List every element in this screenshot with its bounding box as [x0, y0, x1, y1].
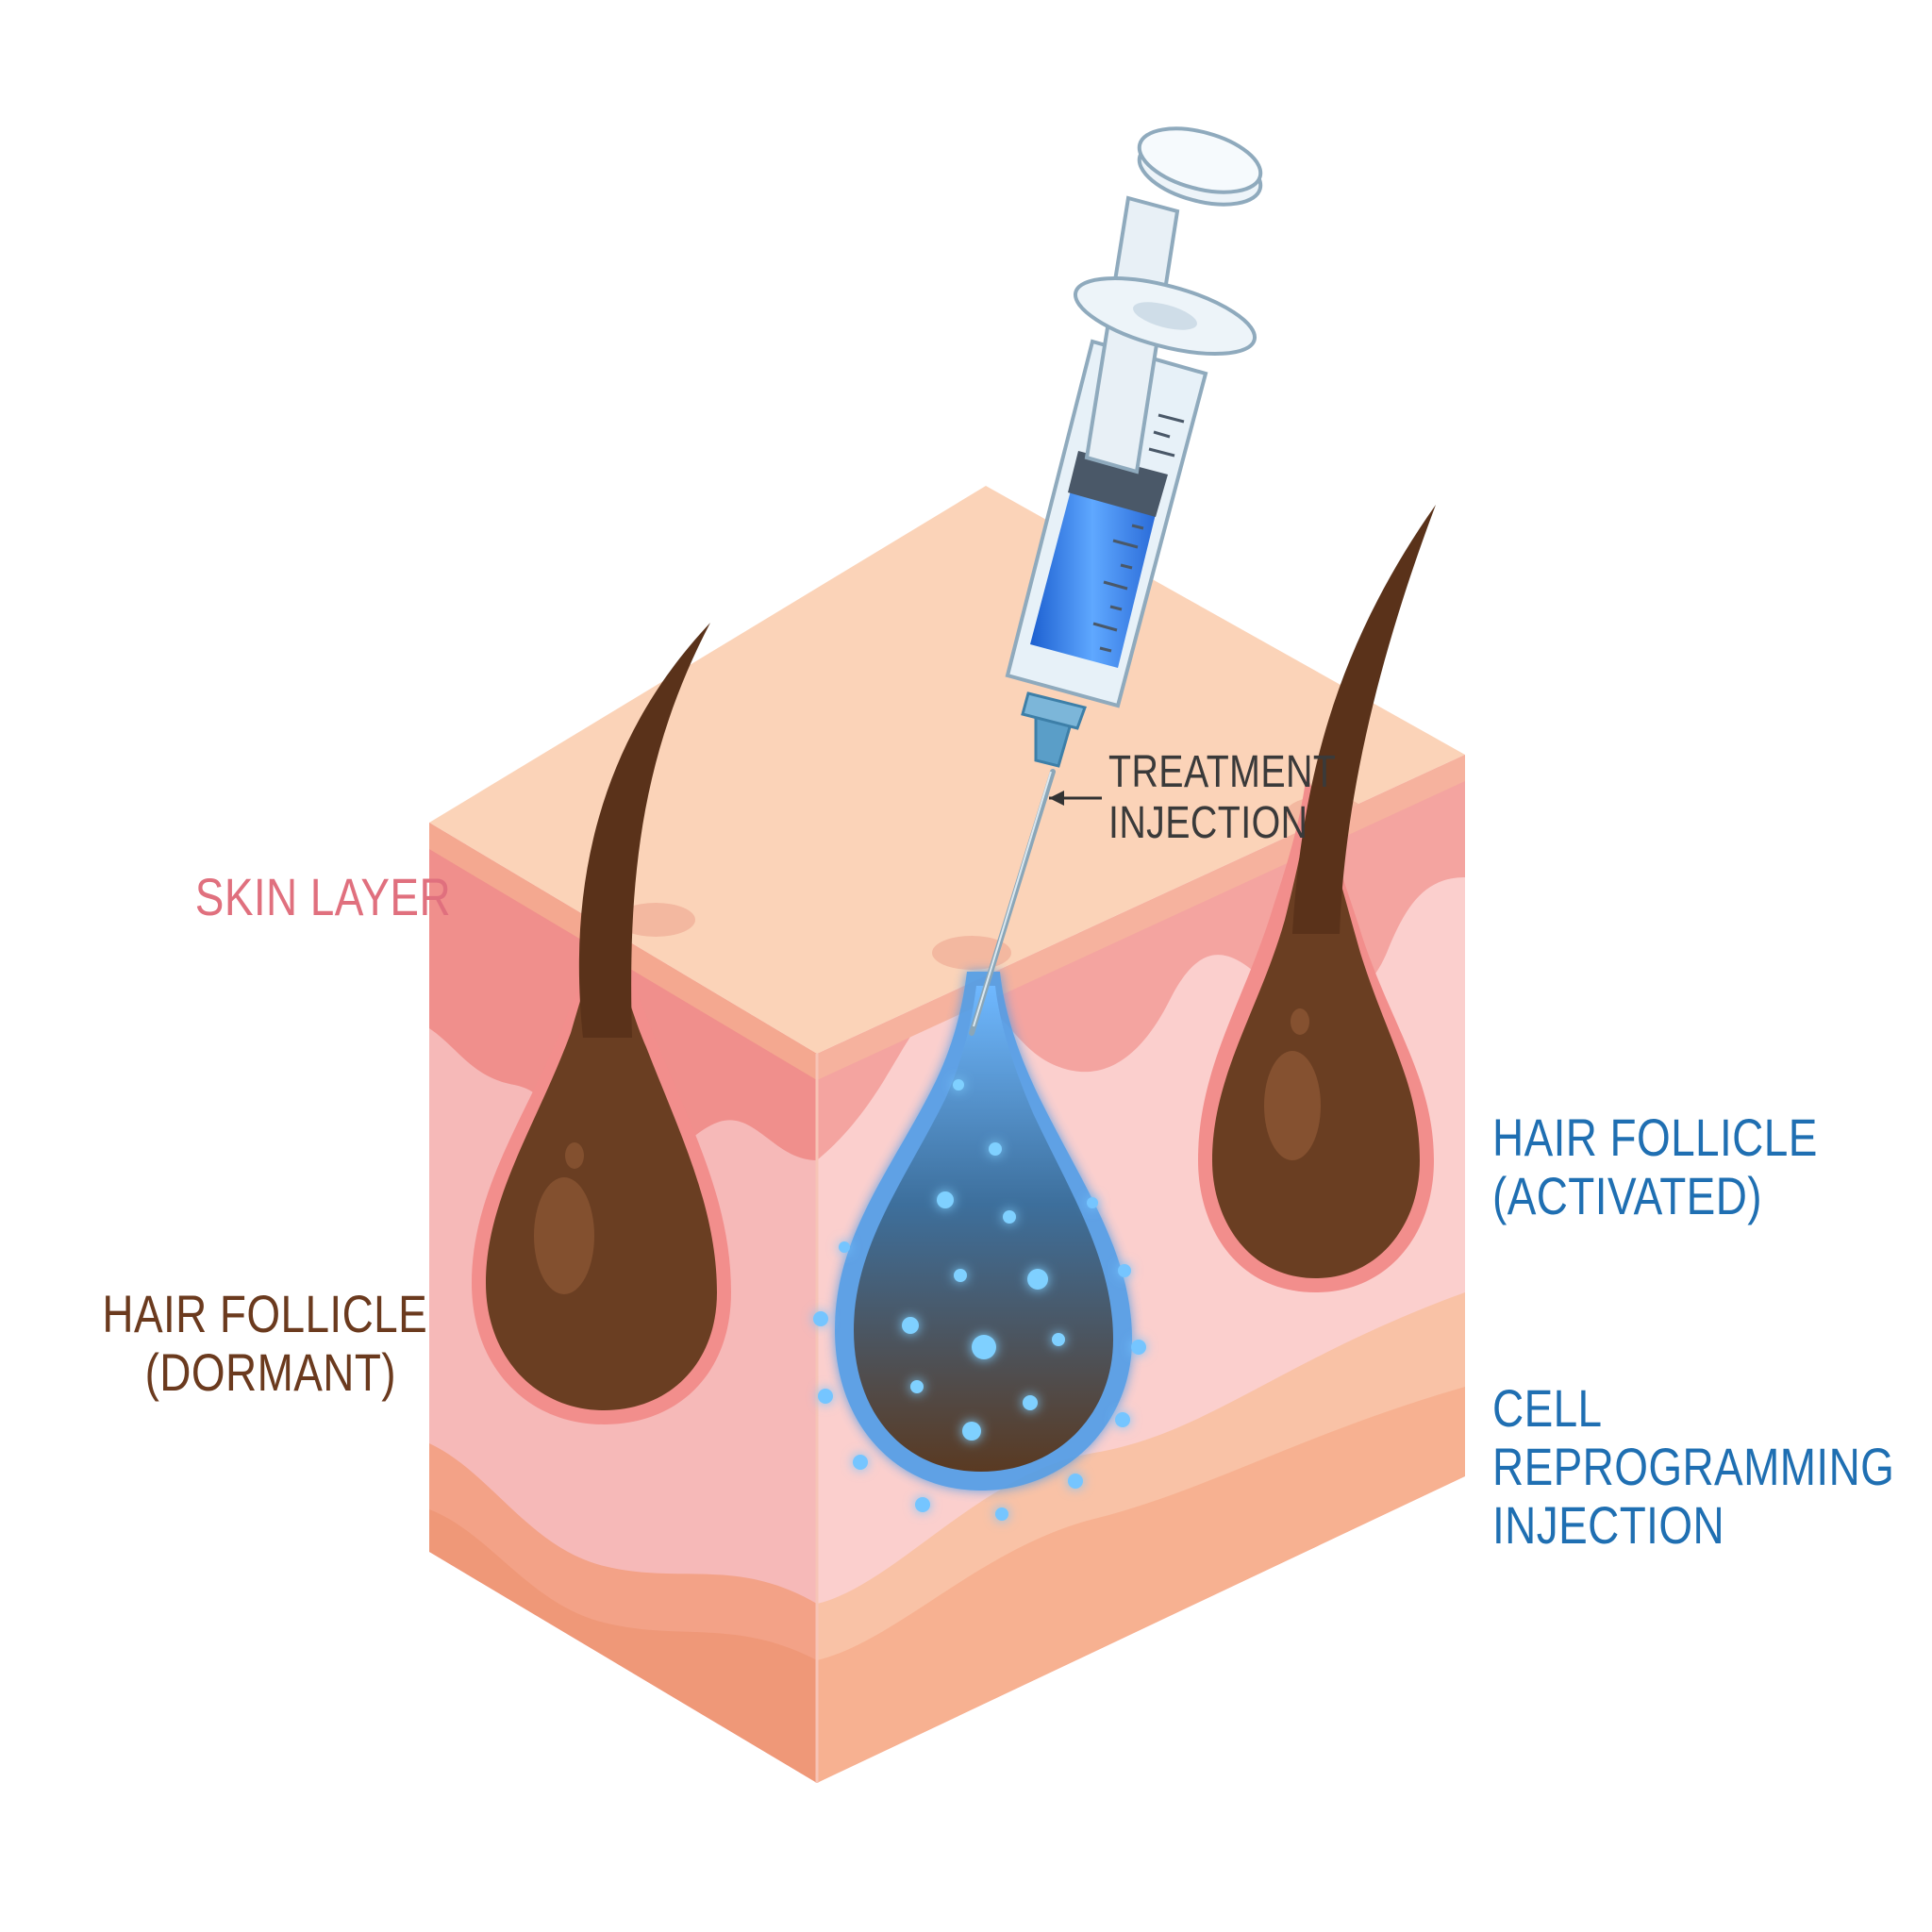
- hair-follicle-activated-label: HAIR FOLLICLE (ACTIVATED): [1492, 1108, 1818, 1225]
- cell-reprogramming-line-1: CELL: [1492, 1378, 1603, 1438]
- skin-layer-label: SKIN LAYER: [194, 867, 452, 926]
- activated-line-1: HAIR FOLLICLE: [1492, 1108, 1818, 1167]
- syringe-serum: [1030, 491, 1156, 668]
- syringe-graphic: [969, 126, 1263, 1036]
- skin-layer-text: SKIN LAYER: [194, 867, 452, 926]
- hair-follicle-dormant-graphic: [472, 623, 731, 1424]
- dormant-line-2: (DORMANT): [144, 1342, 397, 1402]
- treatment-arrow: [1049, 791, 1102, 806]
- hair-follicle-dormant-label: HAIR FOLLICLE (DORMANT): [102, 1284, 428, 1402]
- treatment-injection-line-2: INJECTION: [1108, 798, 1308, 848]
- dormant-line-1: HAIR FOLLICLE: [102, 1284, 428, 1343]
- pore-left: [616, 903, 695, 937]
- cell-reprogramming-line-3: INJECTION: [1492, 1495, 1725, 1555]
- treatment-injection-line-1: TREATMENT: [1108, 747, 1337, 797]
- cell-reprogramming-injection-label: CELL REPROGRAMMING INJECTION: [1492, 1379, 1894, 1555]
- syringe-graduation-marks: [1092, 413, 1185, 653]
- hair-follicle-activated-graphic: [1198, 505, 1436, 1292]
- activated-line-2: (ACTIVATED): [1492, 1166, 1762, 1225]
- cell-reprogramming-line-2: REPROGRAMMING: [1492, 1437, 1895, 1496]
- treatment-injection-label: TREATMENT INJECTION: [1108, 747, 1336, 849]
- particles-outside: [813, 1197, 1146, 1521]
- particles-inside: [902, 1079, 1065, 1441]
- hair-follicle-treated-graphic: [813, 972, 1146, 1521]
